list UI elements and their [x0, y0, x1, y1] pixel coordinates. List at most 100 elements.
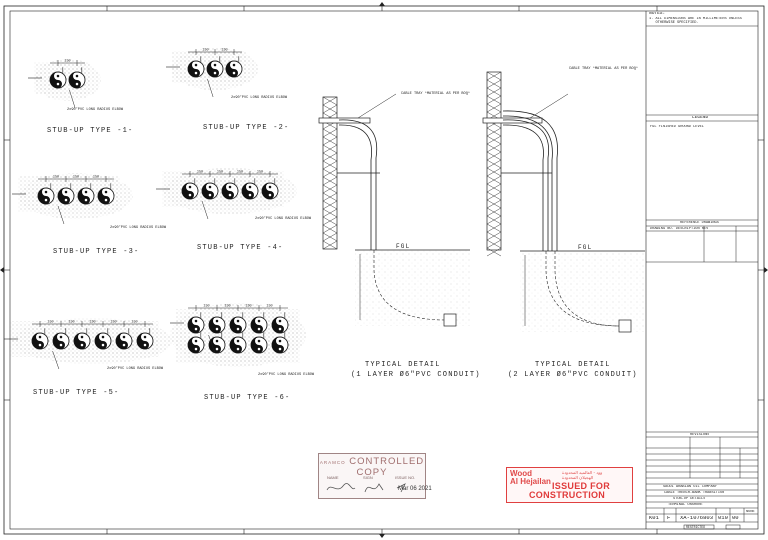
- fgl-label-2: FGL: [578, 244, 593, 251]
- leader-line: [201, 200, 209, 220]
- stub-up-type-4: 150 150 150 150: [156, 168, 297, 220]
- plant-number: K01: [649, 515, 659, 520]
- conduit-symbol: [225, 56, 243, 78]
- cable-tray: [318, 117, 371, 124]
- conduit-symbol: [250, 312, 268, 334]
- dimension-value: 150: [237, 171, 243, 175]
- steel-tower: [486, 71, 502, 251]
- construction-line: CONSTRUCTION: [529, 490, 606, 500]
- conduit-symbol: [31, 328, 49, 350]
- conduit-symbol: [181, 178, 199, 200]
- conduit-symbol: [49, 67, 67, 89]
- conduit-symbol: [261, 178, 279, 200]
- sheet-number: 010: [718, 515, 728, 520]
- dimension-value: 150: [266, 305, 272, 309]
- conduit-bend: [502, 119, 550, 251]
- conduit-symbol: [271, 312, 289, 334]
- conduit-symbol: [250, 332, 268, 354]
- conduit-symbol: [115, 328, 133, 350]
- elbow-note-2: 2x90°PVC LONG RADIUS ELBOW: [231, 96, 288, 100]
- stub-up-type-4-label: STUB-UP TYPE -4-: [197, 244, 284, 252]
- leader-line: [69, 89, 76, 109]
- dimension-value: 150: [202, 49, 208, 53]
- conduit-symbol: [229, 312, 247, 334]
- elbow-note-1: 2x90°PVC LONG RADIUS ELBOW: [67, 108, 124, 112]
- leader-line: [52, 350, 60, 370]
- issued-for-line: ISSUED FOR: [552, 481, 611, 491]
- dimension-value: 150: [93, 176, 99, 180]
- conduit-symbol: [97, 183, 115, 205]
- stub-up-type-3: 150 150 150: [12, 173, 133, 225]
- elbow-note-5: 2x90°PVC LONG RADIUS ELBOW: [107, 367, 164, 371]
- conduit-end-box: [618, 319, 632, 333]
- stamp-field-sign: SIGN: [363, 475, 373, 480]
- controlled-copy-stamp: ARAMCO CONTROLLED COPY NAME SIGN ISSUE N…: [318, 453, 426, 499]
- conduit-symbol: [136, 328, 154, 350]
- scale-value: NONE: [746, 509, 755, 514]
- conduit-symbol: [241, 178, 259, 200]
- stamp-field-name: NAME: [327, 475, 339, 480]
- conduit-symbol: [206, 56, 224, 78]
- stamp-field-issue: ISSUE NO.: [395, 475, 416, 480]
- dimension-value: 150: [224, 305, 230, 309]
- detail-1-title: TYPICAL DETAIL: [365, 361, 441, 369]
- dimension-value: 150: [197, 171, 203, 175]
- dimension-value: 150: [110, 321, 116, 325]
- drawing-title-3: TERMINAL UNSHORE: [668, 502, 703, 507]
- stub-up-type-6-label: STUB-UP TYPE -6-: [204, 394, 291, 402]
- conduit-symbol: [73, 328, 91, 350]
- dimension-value: 150: [89, 321, 95, 325]
- stub-up-type-3-label: STUB-UP TYPE -3-: [53, 248, 140, 256]
- notes-text: 1. ALL DIMENSIONS ARE IN MILLIMETERS UNL…: [649, 17, 742, 25]
- stub-up-type-6: 150 150 150 150: [170, 303, 306, 367]
- conduit-symbol: [187, 56, 205, 78]
- conduit-symbol: [221, 178, 239, 200]
- leader-line: [207, 78, 214, 98]
- cable-tray-note-1: CABLE TRAY *MATERIAL AS PER BOQ*: [401, 92, 471, 96]
- conduit-symbol: [37, 183, 55, 205]
- stub-up-type-5-label: STUB-UP TYPE -5-: [33, 389, 120, 397]
- stub-up-type-2: 150 150: [166, 48, 258, 98]
- stub-up-type-1-label: STUB-UP TYPE -1-: [47, 127, 134, 135]
- issued-for-construction-stamp: Wood Al Hejailan وود - العالمية المحدودة…: [506, 467, 633, 503]
- company-name: SAUDI ARABIAN OIL COMPANY: [663, 484, 717, 489]
- conduit-symbol: [187, 332, 205, 354]
- dimension-value: 150: [217, 171, 223, 175]
- revisions-heading: REVISIONS: [690, 432, 710, 437]
- detail-2-title: TYPICAL DETAIL: [535, 361, 611, 369]
- leader-line: [529, 93, 569, 119]
- typical-detail-2: [482, 71, 645, 333]
- conduit-end-box: [443, 313, 457, 327]
- soil-backfill: [355, 250, 470, 326]
- elbow-note-3: 2x90°PVC LONG RADIUS ELBOW: [110, 226, 167, 230]
- legend-heading: LEGEND: [692, 116, 709, 120]
- conduit-symbol: [187, 312, 205, 334]
- cable-tray: [482, 117, 543, 124]
- dimension-value: 150: [53, 176, 59, 180]
- dimension-value: 150: [203, 305, 209, 309]
- controlled-copy-text: ARAMCO CONTROLLED COPY: [319, 456, 425, 478]
- reference-heading: REFERENCE DRAWINGS: [680, 221, 719, 225]
- title-block: [646, 25, 758, 530]
- stub-up-type-2-label: STUB-UP TYPE -2-: [203, 124, 290, 132]
- leader-line: [208, 334, 216, 354]
- drawing-title-2: STUB-UP DETAILS: [673, 496, 706, 501]
- leader-line: [57, 205, 65, 225]
- leader-line: [357, 93, 397, 119]
- conduit-bend: [338, 119, 378, 250]
- signature-scribble: [326, 483, 406, 493]
- reference-columns: DRAWING NO. DESCRIPTION REV: [650, 226, 709, 231]
- dimension-value: 150: [47, 321, 53, 325]
- dimension-value: 150: [73, 176, 79, 180]
- detail-1-subtitle: (1 LAYER Ø6"PVC CONDUIT): [351, 371, 481, 379]
- conduit-symbol: [52, 328, 70, 350]
- dimension-value: 150: [245, 305, 251, 309]
- zone-ticks: [4, 6, 764, 534]
- company-arabic: وود - العالمية المحدودة الهجيلان المحدود…: [562, 470, 603, 480]
- dimension-value: 150: [221, 49, 227, 53]
- stub-up-type-1: 150: [28, 59, 101, 109]
- conduit-symbol: [208, 332, 226, 354]
- drawing-title-1: CABLE TRENCH-BANK TRANSITION: [664, 490, 725, 495]
- dimension-value: 150: [257, 171, 263, 175]
